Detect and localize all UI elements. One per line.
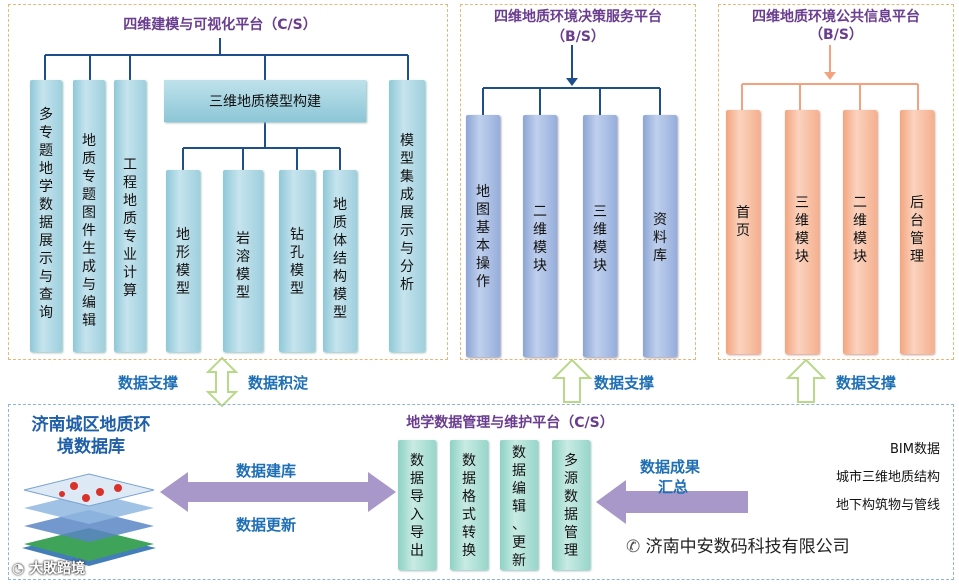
database-title: 济南城区地质环境数据库 — [31, 415, 151, 457]
public-info-platform-subtitle: （B/S） — [809, 27, 863, 43]
label-data-accumulate: 数据积淀 — [248, 374, 309, 392]
data-source-3d-structure: 城市三维地质结构 — [835, 470, 940, 485]
label-data-support-2: 数据支撑 — [594, 374, 655, 392]
module-public-2d[interactable]: 二维模块 — [843, 110, 877, 354]
module-multisource-data-mgmt[interactable]: 多源数据管理 — [552, 440, 590, 570]
module-data-format-conversion[interactable]: 数据格式转换 — [450, 440, 488, 570]
wechat-watermark: ✆ 济南中安数码科技有限公司 — [626, 537, 850, 557]
modeling-platform-panel — [8, 4, 448, 360]
module-borehole-model[interactable]: 钻孔模型 — [279, 170, 315, 352]
module-karst-model[interactable]: 岩溶模型 — [223, 170, 263, 352]
module-thematic-query[interactable]: 多专题地学数据展示与查询 — [30, 80, 62, 352]
public-info-platform-panel — [718, 4, 954, 360]
module-3d[interactable]: 三维模块 — [583, 115, 617, 357]
data-source-bim: BIM数据 — [890, 442, 940, 457]
module-3d-geo-model-build[interactable]: 三维地质模型构建 — [164, 80, 366, 122]
module-geobody-structure-model[interactable]: 地质体结构模型 — [323, 170, 357, 352]
label-summary: 汇总 — [658, 478, 689, 496]
module-thematic-map[interactable]: 地质专题图件生成与编辑 — [73, 80, 105, 352]
module-terrain-model[interactable]: 地形模型 — [166, 170, 200, 352]
module-data-import-export[interactable]: 数据导入导出 — [398, 440, 436, 570]
label-data-support-1: 数据支撑 — [118, 374, 179, 392]
data-sources-list: BIM数据 城市三维地质结构 地下构筑物与管线 — [760, 436, 940, 520]
database-layers-illustration — [22, 473, 156, 566]
label-data-support-3: 数据支撑 — [836, 374, 897, 392]
label-data-update: 数据更新 — [236, 516, 297, 534]
decision-platform-panel — [460, 4, 696, 360]
brand-watermark: ◔ 大敗踣境 — [12, 561, 86, 577]
data-management-panel — [8, 404, 954, 580]
module-2d[interactable]: 二维模块 — [523, 115, 557, 357]
data-source-underground: 地下构筑物与管线 — [835, 498, 940, 513]
public-info-platform-title: 四维地质环境公共信息平台 — [752, 9, 920, 25]
brand-logo-icon: ◔ — [12, 561, 30, 577]
label-data-build-db: 数据建库 — [236, 462, 297, 480]
module-admin[interactable]: 后台管理 — [900, 110, 934, 354]
decision-platform-subtitle: （B/S） — [551, 29, 605, 45]
wechat-icon: ✆ — [626, 537, 646, 557]
modeling-platform-title: 四维建模与可视化平台（C/S） — [123, 17, 317, 33]
label-data-result: 数据成果 — [640, 458, 701, 476]
module-home[interactable]: 首页 — [726, 110, 760, 354]
module-engineering-calc[interactable]: 工程地质专业计算 — [114, 80, 146, 352]
module-data-edit-update[interactable]: 数据编辑、更新 — [500, 440, 538, 570]
data-management-title: 地学数据管理与维护平台（C/S） — [406, 415, 614, 431]
module-model-integration[interactable]: 模型集成展示与分析 — [389, 80, 425, 352]
module-archive[interactable]: 资料库 — [643, 115, 677, 357]
module-public-3d[interactable]: 三维模块 — [785, 110, 819, 354]
module-map-basic-ops[interactable]: 地图基本操作 — [466, 115, 500, 357]
decision-platform-title: 四维地质环境决策服务平台 — [494, 9, 662, 25]
